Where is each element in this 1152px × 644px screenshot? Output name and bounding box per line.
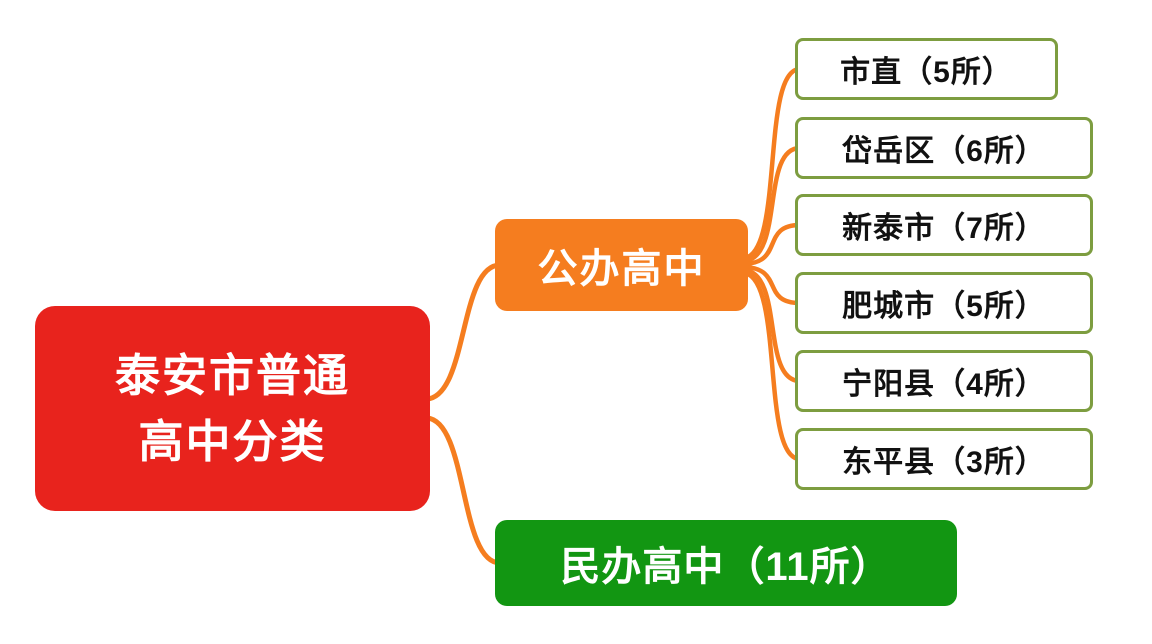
branch-private-label: 民办高中（11所） [560,545,892,589]
branch-node-public: 公办高中 [495,219,748,311]
connector-root-public [424,262,503,402]
root-label-line1: 泰安市普通 [114,350,350,402]
connector-public-leaf-5 [742,270,803,462]
leaf-node-feichengshi: 肥城市（5所） [795,272,1093,334]
connector-public-leaf-3 [742,264,803,306]
connector-public-leaf-1 [742,145,803,264]
root-node: 泰安市普通 高中分类 [35,306,430,511]
leaf-label: 岱岳区（6所） [842,135,1046,168]
leaf-node-daiyuequ: 岱岳区（6所） [795,117,1093,179]
leaf-node-ningyangxian: 宁阳县（4所） [795,350,1093,412]
connector-public-leaf-0 [742,66,803,261]
leaf-node-dongpingxian: 东平县（3所） [795,428,1093,490]
leaf-node-shizhi: 市直（5所） [795,38,1058,100]
branch-public-label: 公办高中 [537,247,706,291]
leaf-node-xintaishi: 新泰市（7所） [795,194,1093,256]
leaf-label: 肥城市（5所） [842,290,1046,323]
connector-public-leaf-4 [742,267,803,384]
root-label-line2: 高中分类 [138,415,327,467]
branch-node-private: 民办高中（11所） [495,520,957,606]
leaf-label: 市直（5所） [840,56,1013,89]
connector-public-leaf-2 [742,222,803,267]
leaf-label: 新泰市（7所） [842,212,1046,245]
leaf-label: 东平县（3所） [842,446,1046,479]
connector-root-private [424,415,503,566]
leaf-label: 宁阳县（4所） [842,368,1046,401]
